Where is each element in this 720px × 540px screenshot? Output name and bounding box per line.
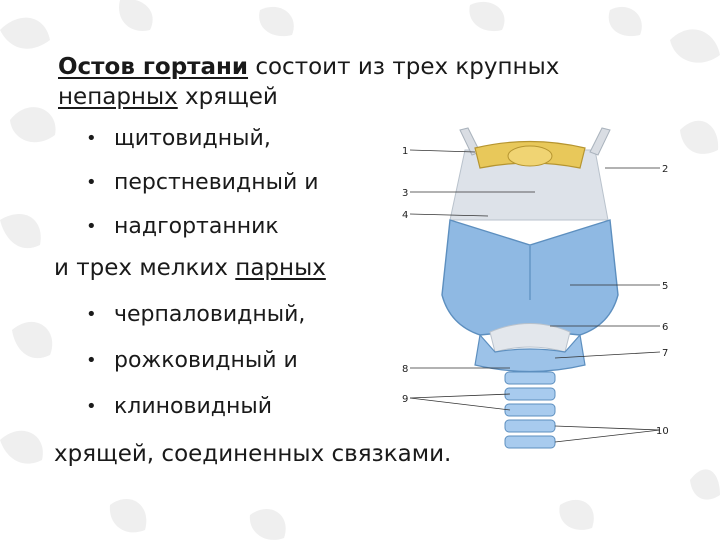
cricothyroid-ligament	[490, 324, 570, 353]
paired-intro-prefix: и трех мелких	[54, 255, 235, 281]
callout-2: 2	[662, 164, 668, 175]
callout-9: 9	[402, 394, 408, 405]
hyoid-horn-right	[590, 128, 610, 155]
paired-intro-term: парных	[235, 255, 326, 281]
heading-term: Остов гортани	[58, 54, 248, 80]
callout-4: 4	[402, 210, 408, 221]
heading-rest-2: хрящей	[178, 84, 278, 110]
callout-10: 10	[656, 426, 669, 437]
heading-rest-1: состоит из трех крупных	[248, 54, 559, 80]
callout-5: 5	[662, 281, 668, 292]
callout-1: 1	[402, 146, 408, 157]
callout-6: 6	[662, 322, 668, 333]
callout-7: 7	[662, 348, 668, 359]
heading-term-2: непарных	[58, 84, 178, 110]
larynx-illustration: 1 2 3 4 5 6 7 8 9 10	[380, 120, 680, 480]
heading: Остов гортани состоит из трех крупных неп…	[58, 52, 678, 112]
callout-8: 8	[402, 364, 408, 375]
trachea	[505, 372, 555, 448]
callout-3: 3	[402, 188, 408, 199]
